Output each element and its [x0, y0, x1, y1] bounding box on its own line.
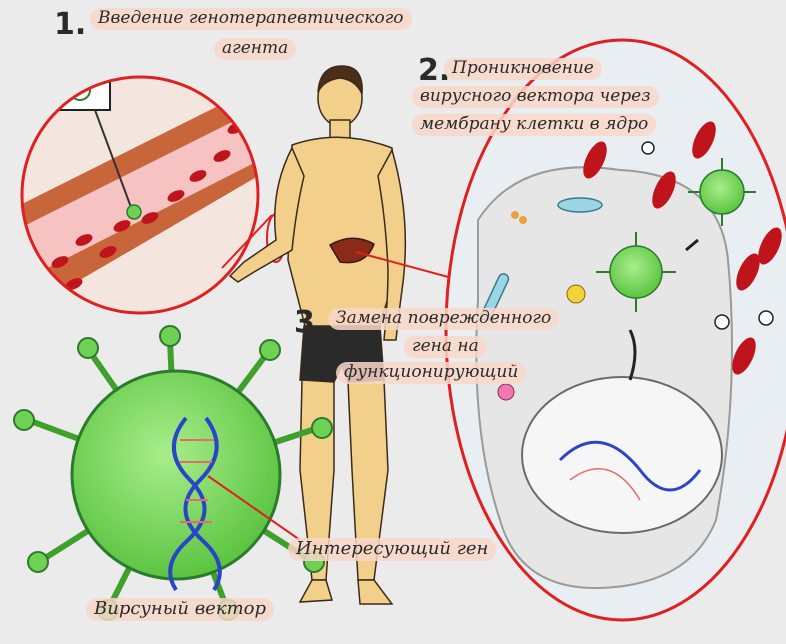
gene-of-interest-label: Интересующий ген [288, 538, 496, 561]
step-1-label-line2: агента [214, 38, 296, 60]
step-3-number: 3. [294, 308, 326, 338]
step-2-label-line1: Проникновение [444, 58, 602, 80]
viral-vector [14, 326, 332, 620]
step-1-number: 1. [54, 10, 86, 40]
step-1-label-line1: Введение генотерапевтического [90, 8, 412, 30]
step-3-label-line3: функционирующий [336, 362, 526, 384]
step-3-label-line1: Замена поврежденного [328, 308, 559, 330]
step-2-label-line3: мембрану клетки в ядро [412, 114, 656, 136]
step-2-label-line2: вирусного вектора через [412, 86, 659, 108]
viral-vector-label: Вирсуный вектор [86, 598, 274, 621]
step-3-label-line2: гена на [404, 336, 487, 358]
